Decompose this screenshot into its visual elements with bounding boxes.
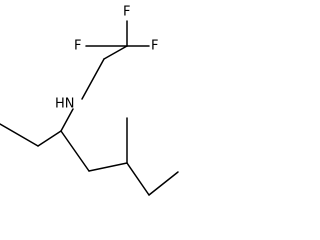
- skeletal-formula: F F F HN: [0, 5, 179, 196]
- fluorine-atom-right: F: [151, 39, 158, 54]
- bond-cf3-ch2: [103, 45, 128, 60]
- bond-ethyl-ch3: [0, 123, 39, 147]
- bond-ch2-ch3-end: [148, 171, 179, 196]
- bond-ch-ch2-end: [126, 162, 150, 196]
- fluorine-atom-top: F: [123, 5, 130, 20]
- bond-ch-ethyl-ch2: [37, 130, 62, 147]
- fluorine-atom-left: F: [74, 39, 81, 54]
- bond-n-ch: [60, 108, 74, 132]
- amine-nh-label: HN: [55, 97, 75, 112]
- bond-ch2-ch: [88, 162, 128, 172]
- bond-ch2-n: [81, 58, 105, 100]
- bond-ch-ch2: [60, 130, 90, 172]
